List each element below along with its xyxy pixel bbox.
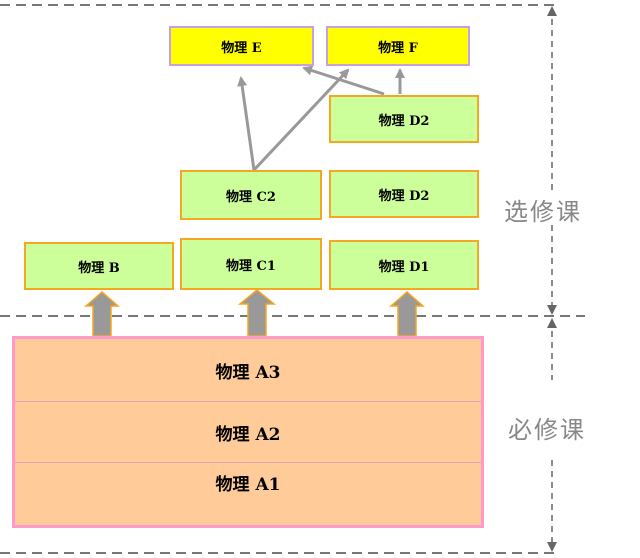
required-dim-arrow-top [547, 318, 557, 328]
arrow-c2-to-e [237, 76, 256, 171]
row-physics-a3: 物理 A3 [15, 339, 481, 401]
block-arrow-to-d1 [389, 291, 425, 337]
box-physics-d2-mid-label: 物理 D2 [378, 188, 430, 204]
row-separator [15, 401, 481, 402]
required-label: 必修课 [508, 416, 586, 444]
box-physics-b: 物理 B [24, 242, 174, 290]
box-physics-d2-mid: 物理 D2 [329, 170, 479, 218]
box-physics-d2-top: 物理 D2 [329, 95, 479, 143]
box-physics-f-label: 物理 F [378, 40, 418, 56]
required-course-stack: 物理 A3 物理 A2 物理 A1 [12, 336, 484, 528]
arrow-d2-to-e [302, 65, 385, 96]
box-physics-e-label: 物理 E [221, 40, 262, 56]
row-separator [15, 462, 481, 463]
required-dim-arrow-bottom [547, 542, 557, 552]
elective-dim-arrow-top [547, 6, 557, 16]
elective-dim-arrow-bottom [547, 305, 557, 315]
box-physics-d1-label: 物理 D1 [378, 259, 430, 275]
box-physics-c2-label: 物理 C2 [226, 189, 276, 205]
box-physics-c1: 物理 C1 [180, 238, 322, 290]
box-physics-b-label: 物理 B [78, 260, 120, 276]
row-physics-a3-label: 物理 A3 [215, 362, 281, 383]
box-physics-c1-label: 物理 C1 [226, 258, 276, 274]
box-physics-f: 物理 F [326, 26, 470, 66]
box-physics-e: 物理 E [169, 26, 314, 66]
arrow-c2-to-f [252, 68, 350, 172]
block-arrow-to-b [84, 291, 120, 337]
box-physics-d1: 物理 D1 [329, 240, 479, 290]
row-physics-a2: 物理 A2 [15, 402, 481, 462]
elective-label: 选修课 [504, 198, 582, 226]
row-physics-a1-label: 物理 A1 [215, 474, 281, 495]
box-physics-d2-top-label: 物理 D2 [378, 113, 430, 129]
block-arrow-to-c1 [237, 289, 277, 337]
row-physics-a1: 物理 A1 [15, 463, 481, 501]
box-physics-c2: 物理 C2 [180, 170, 322, 220]
row-physics-a2-label: 物理 A2 [215, 424, 281, 445]
